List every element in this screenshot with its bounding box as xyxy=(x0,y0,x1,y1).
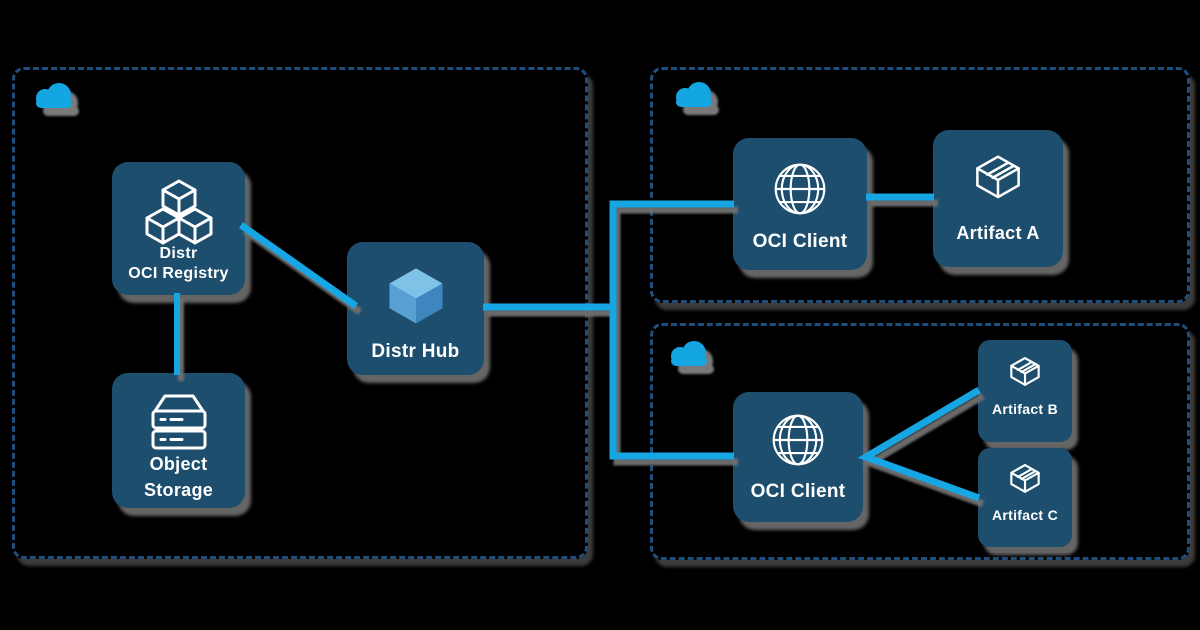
node-label: Distr OCI Registry xyxy=(128,245,229,282)
node-artifact-c: Artifact C xyxy=(978,448,1072,547)
node-artifact-a: Artifact A xyxy=(933,130,1063,267)
node-label: Artifact C xyxy=(991,507,1058,523)
node-distr-oci-registry: Distr OCI Registry xyxy=(112,162,245,295)
cubes-icon xyxy=(145,179,212,245)
cube-3d-icon xyxy=(388,268,443,324)
node-label: Artifact A xyxy=(956,223,1040,243)
node-object-storage: Object Storage xyxy=(112,373,245,508)
node-label: OCI Client xyxy=(752,231,848,252)
globe-icon xyxy=(774,163,826,215)
node-distr-hub: Distr Hub xyxy=(347,242,484,375)
cloud-icon xyxy=(671,341,707,366)
node-oci-client-bottom: OCI Client xyxy=(733,392,863,522)
node-label: OCI Client xyxy=(750,481,846,502)
package-icon xyxy=(976,155,1020,199)
node-label: Artifact B xyxy=(991,401,1058,417)
globe-icon xyxy=(772,414,824,466)
node-label: Object Storage xyxy=(143,454,214,501)
storage-icon xyxy=(151,394,206,450)
node-label: Distr Hub xyxy=(371,341,460,362)
container-client-a-cloud xyxy=(650,67,1190,303)
node-oci-client-top: OCI Client xyxy=(733,138,867,270)
node-artifact-b: Artifact B xyxy=(978,340,1072,442)
package-icon xyxy=(1010,463,1040,493)
cloud-icon xyxy=(36,83,72,108)
package-icon xyxy=(1010,356,1040,386)
cloud-icon xyxy=(676,82,712,107)
container-client-bc-cloud xyxy=(650,323,1190,560)
container-hub-cloud xyxy=(12,67,588,559)
